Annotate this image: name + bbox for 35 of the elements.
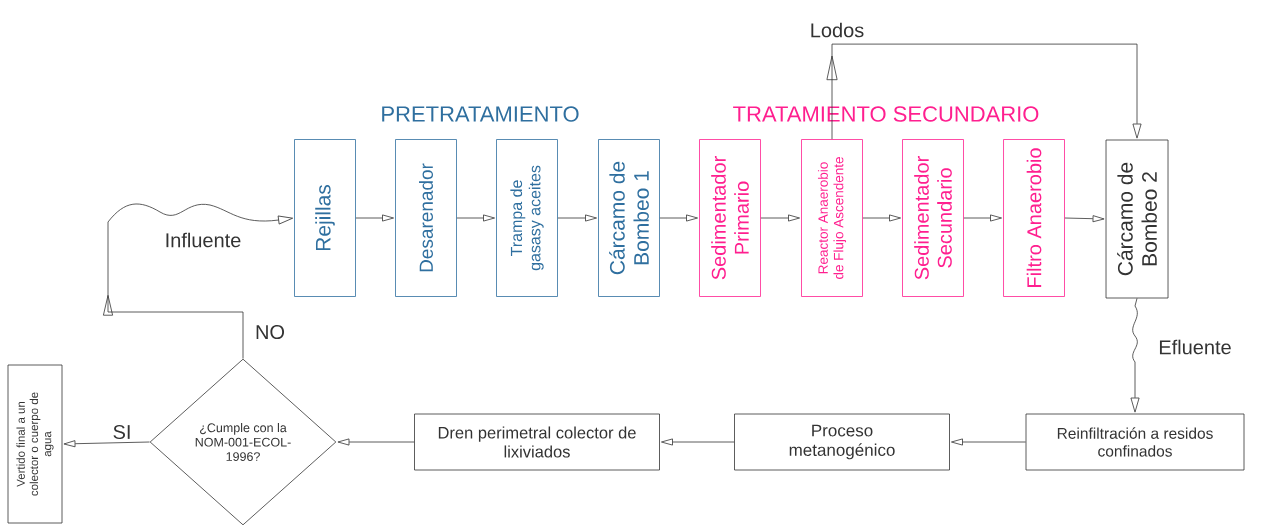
section-heading: PRETRATAMIENTO xyxy=(382,106,579,122)
arrow xyxy=(826,43,1142,140)
arrow xyxy=(659,214,698,222)
arrow xyxy=(760,214,800,222)
process-box: Dren perimetral colector de lixiviados xyxy=(414,413,660,471)
process-box: Proceso metanogénico xyxy=(734,413,950,471)
process-box: Sedimentador Primario xyxy=(699,139,761,297)
arrow xyxy=(557,214,597,222)
process-box: Vertido final a un colector o cuerpo de agua xyxy=(7,364,63,524)
process-box: Cárcamo de Bombeo 1 xyxy=(598,139,660,297)
edge-label: Efluente xyxy=(1157,338,1233,356)
process-box: Trampa de gasasy aceites xyxy=(496,139,558,297)
arrow xyxy=(963,214,1002,222)
process-box: Desarenador xyxy=(395,139,457,297)
process-box: Sedimentador Secundario xyxy=(902,139,964,297)
process-box: Filtro Anaerobio xyxy=(1003,139,1065,297)
arrow xyxy=(1130,298,1140,413)
edge-label: SI xyxy=(111,423,133,441)
arrow xyxy=(63,440,150,448)
arrow xyxy=(355,214,394,222)
flow-label: Influente xyxy=(166,232,241,248)
arrow xyxy=(103,203,294,359)
process-box: Rejillas xyxy=(294,139,356,297)
arrow xyxy=(337,438,415,446)
arrow xyxy=(1064,215,1105,223)
section-heading: TRATAMIENTO SECUNDARIO xyxy=(733,106,1039,122)
process-box: Reinfiltración a residos confinados xyxy=(1025,413,1245,471)
arrow xyxy=(456,214,495,222)
arrow xyxy=(862,214,901,222)
arrow xyxy=(951,438,1026,446)
edge-label: Lodos xyxy=(808,21,866,39)
edge-label: NO xyxy=(254,323,286,341)
process-box: Reactor Anaerobio de Flujo Ascendente xyxy=(801,139,863,297)
arrow xyxy=(661,438,735,446)
process-box: Cárcamo de Bombeo 2 xyxy=(1105,139,1169,299)
